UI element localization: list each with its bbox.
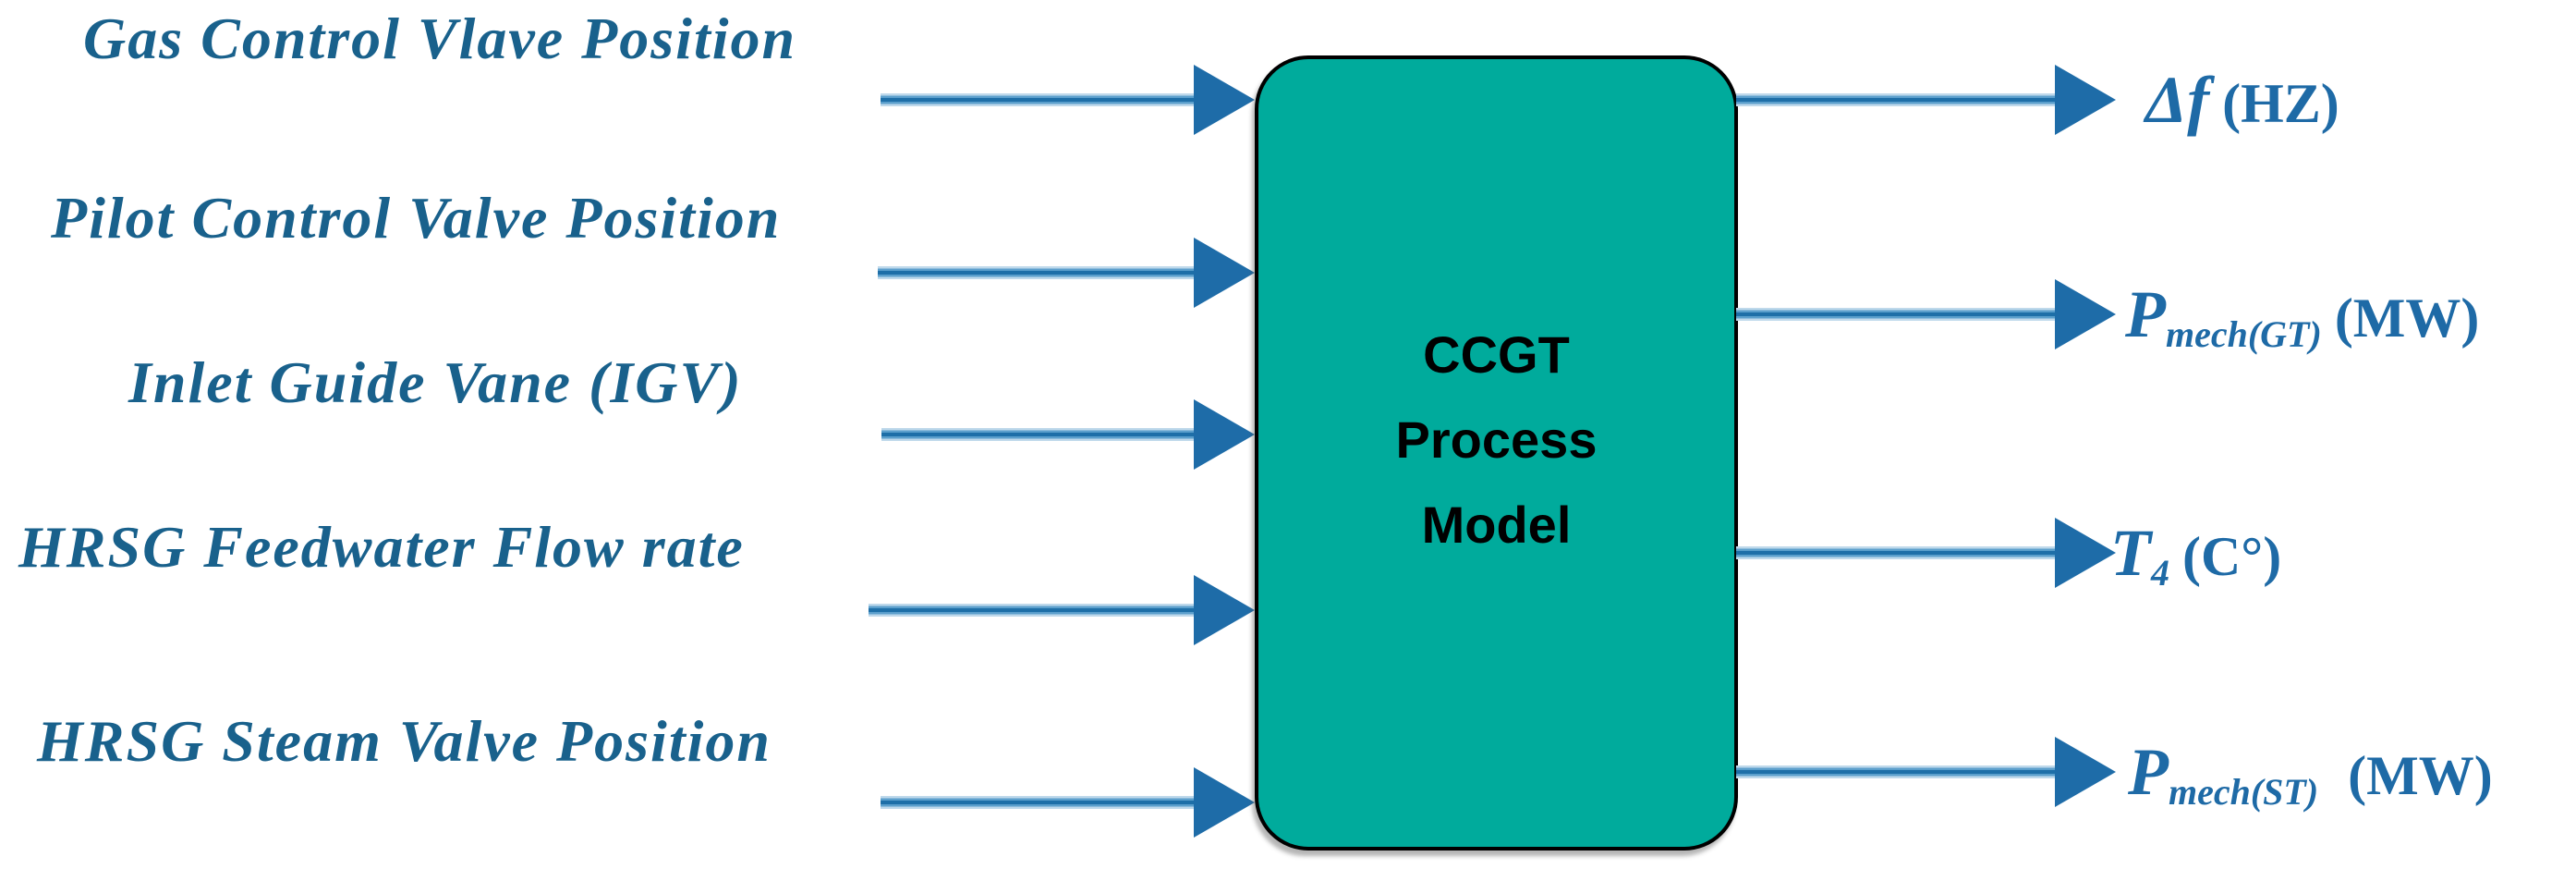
arrow-shaft [1736,765,2068,778]
output-subscript: mech(GT) [2165,313,2322,356]
output-unit: (MW) [2334,288,2480,349]
input-arrow-pilot-control-valve [878,238,1255,308]
output-unit: (C°) [2181,526,2282,587]
arrow-shaft [1736,546,2068,559]
process-model-title: CCGT Process Model [1396,312,1598,568]
output-unit: (MW) [2348,745,2493,806]
output-arrow-t4 [1736,518,2116,588]
output-arrow-pmech-gt [1736,279,2116,349]
arrowhead-icon [1194,238,1255,308]
arrowhead-icon [1194,399,1255,470]
process-model-block: CCGT Process Model [1255,55,1738,851]
arrowhead-icon [2055,65,2116,135]
output-variable: Δf [2145,63,2210,137]
output-arrow-pmech-st [1736,737,2116,807]
arrowhead-icon [1194,575,1255,645]
arrowhead-icon [2055,737,2116,807]
output-arrow-delta-f [1736,65,2116,135]
output-variable: P [2125,277,2166,351]
arrowhead-icon [1194,767,1255,838]
arrowhead-icon [2055,518,2116,588]
output-label-delta-f: Δf(HZ) [2145,57,2339,146]
block-title-line: Process [1395,410,1598,469]
output-variable: T [2110,516,2151,590]
output-label-pmech-st: Pmech(ST) (MW) [2128,729,2493,818]
arrow-shaft [881,796,1207,809]
output-label-pmech-gt: Pmech(GT) (MW) [2125,272,2479,361]
input-label-inlet-guide-vane: Inlet Guide Vane (IGV) [128,349,743,415]
input-arrow-gas-control-valve [881,65,1255,135]
input-arrow-hrsg-steam-valve [881,767,1255,838]
output-subscript: 4 [2150,552,2169,594]
input-label-gas-control-valve: Gas Control Vlave Position [83,6,797,71]
arrow-shaft [1736,308,2068,321]
arrow-shaft [1736,93,2068,106]
input-arrow-inlet-guide-vane [881,399,1255,470]
block-title-line: CCGT [1423,325,1570,384]
arrowhead-icon [2055,279,2116,349]
arrow-shaft [881,428,1207,441]
arrow-shaft [878,266,1207,279]
output-label-t4: T4 (C°) [2110,510,2281,599]
input-label-pilot-control-valve: Pilot Control Valve Position [51,185,782,251]
arrow-shaft [869,604,1207,617]
arrow-shaft [881,93,1207,106]
arrowhead-icon [1194,65,1255,135]
output-unit: (HZ) [2222,73,2339,134]
output-subscript: mech(ST) [2168,771,2319,814]
input-label-hrsg-feedwater: HRSG Feedwater Flow rate [18,514,745,580]
output-variable: P [2128,735,2169,809]
input-arrow-hrsg-feedwater [869,575,1255,645]
input-label-hrsg-steam-valve: HRSG Steam Valve Position [37,708,772,774]
block-title-line: Model [1421,496,1572,554]
